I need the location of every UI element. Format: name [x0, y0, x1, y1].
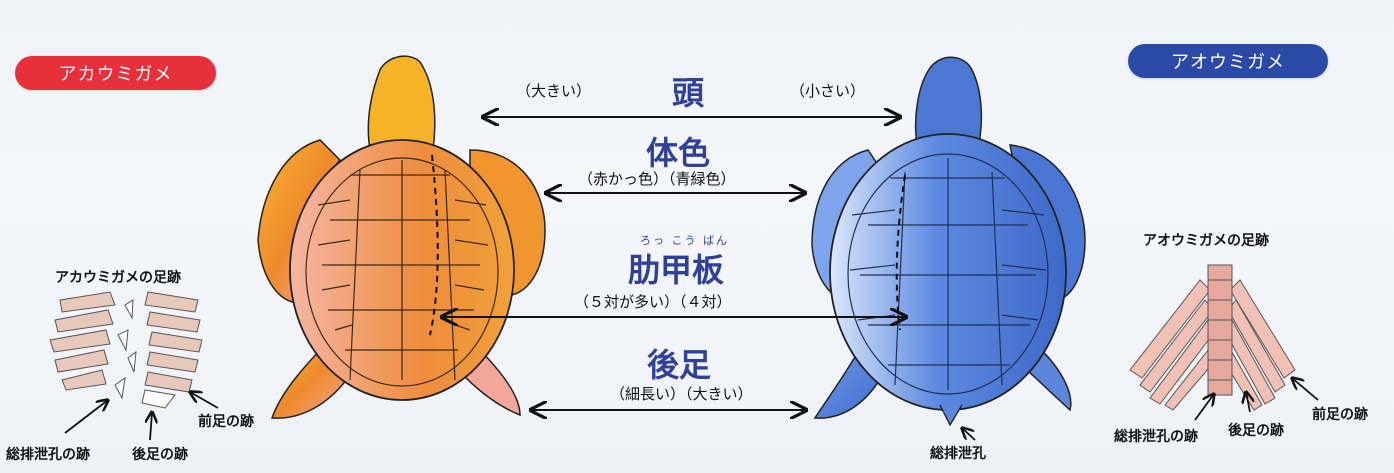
arrow-left-front — [190, 392, 219, 409]
loggerhead-turtle — [257, 55, 546, 419]
left-hind-label: 後足の跡 — [132, 447, 188, 463]
hind-detail: （細長い）（大きい） — [610, 385, 753, 403]
green-head — [914, 56, 983, 151]
loggerhead-track-title: アカウミガメの足跡 — [55, 270, 181, 286]
green-badge: アオウミガメ — [1128, 44, 1328, 78]
green-track-title: アオウミガメの足跡 — [1143, 233, 1269, 249]
loggerhead-badge-label: アカウミガメ — [58, 64, 173, 85]
green-tail — [939, 404, 963, 427]
head-right-label: （小さい） — [790, 82, 866, 100]
right-cloaca-label: 総排泄孔の跡 — [1114, 429, 1198, 445]
loggerhead-head — [367, 55, 436, 151]
arrow-right-hind — [1246, 392, 1250, 413]
green-track — [1129, 264, 1296, 411]
costal-title: 肋甲板 — [628, 251, 725, 289]
arrow-right-front — [1292, 378, 1319, 401]
right-hind-label: 後足の跡 — [1228, 423, 1284, 439]
loggerhead-track — [49, 291, 203, 409]
loggerhead-scute-lines — [305, 157, 499, 387]
loggerhead-midline — [429, 154, 439, 336]
right-front-label: 前足の跡 — [1312, 407, 1368, 423]
head-title: 頭 — [672, 74, 705, 112]
color-detail: （赤かっ色）（青緑色） — [578, 170, 736, 188]
hind-title: 後足 — [647, 346, 712, 384]
left-front-label: 前足の跡 — [198, 414, 254, 430]
costal-detail: （５対が多い）（４対） — [574, 293, 732, 311]
green-badge-label: アオウミガメ — [1171, 52, 1285, 73]
loggerhead-badge: アカウミガメ — [15, 56, 216, 90]
arrow-right-cloaca — [1194, 394, 1214, 421]
head-left-label: （大きい） — [516, 82, 592, 100]
arrow-cloaca — [962, 428, 976, 441]
cloaca-label: 総排泄孔 — [930, 446, 986, 462]
costal-reading: ろっ こう ばん — [640, 234, 729, 247]
arrow-left-cloaca — [64, 400, 108, 434]
left-cloaca-label: 総排泄孔の跡 — [6, 447, 90, 463]
green-turtle — [811, 56, 1086, 427]
color-title: 体色 — [646, 134, 711, 172]
arrow-left-hind — [150, 412, 152, 441]
